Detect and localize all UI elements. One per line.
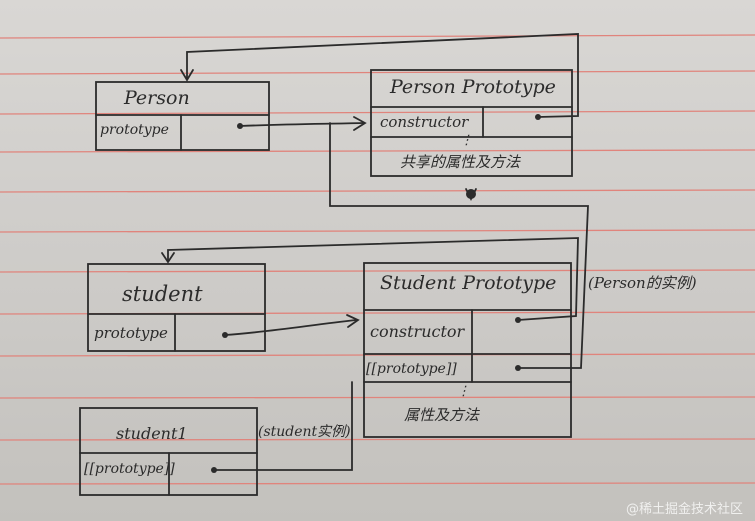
student1-pointer-dot — [211, 467, 217, 473]
person-prototype-arrow — [239, 116, 367, 131]
student-prototype-dots: ⋮ — [457, 384, 470, 399]
person-title: Person — [124, 87, 190, 109]
student-constructor-pointer-dot — [515, 317, 521, 323]
person-prototype-field: prototype — [100, 122, 169, 138]
student-prototype-field: prototype — [94, 324, 168, 342]
student1-to-student-proto-arrow — [213, 381, 353, 471]
student-proto-link-pointer-dot — [515, 365, 521, 371]
person-prototype-box — [370, 69, 573, 177]
student1-title: student1 — [116, 424, 188, 443]
constructor-to-student-arrow — [161, 237, 579, 321]
student-title: student — [122, 282, 203, 306]
student-box — [87, 263, 266, 352]
student-prototype-arrow — [224, 314, 360, 336]
student-prototype-constructor: constructor — [370, 322, 465, 341]
person-prototype-dots: ⋮ — [460, 133, 473, 148]
student1-proto-field: [[prototype]] — [84, 461, 175, 477]
person-prototype-pointer-dot — [237, 123, 243, 129]
person-instance-note: (Person的实例) — [588, 274, 697, 292]
student-prototype-title: Student Prototype — [380, 272, 557, 294]
student-prototype-pointer-dot — [222, 332, 228, 338]
inheritance-junction-dot — [466, 189, 476, 199]
person-prototype-constructor: constructor — [380, 113, 469, 131]
constructor-to-person-arrow — [180, 33, 579, 118]
person-box — [95, 81, 270, 151]
student1-box — [79, 407, 258, 496]
watermark: @稀土掘金技术社区 — [625, 502, 743, 517]
student-prototype-shared: 属性及方法 — [404, 406, 480, 424]
person-prototype-title: Person Prototype — [390, 76, 556, 98]
person-prototype-shared: 共享的属性及方法 — [400, 153, 521, 171]
student-prototype-box — [363, 262, 572, 438]
person-constructor-pointer-dot — [535, 114, 541, 120]
student-instance-note: (student实例) — [258, 424, 351, 440]
student-prototype-proto-field: [[prototype]] — [366, 361, 457, 377]
